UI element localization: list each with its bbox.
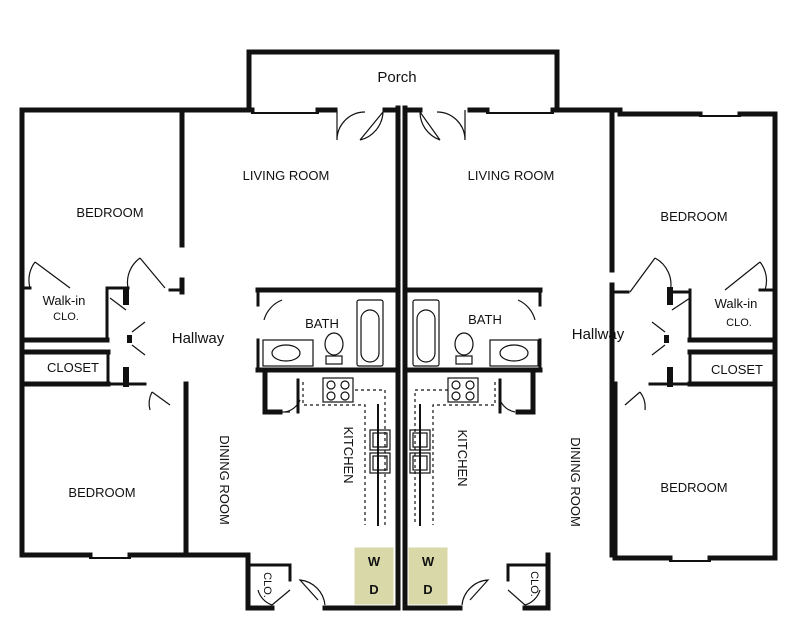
right-unit-doors <box>419 110 768 606</box>
left-walkin-clo-label: CLO. <box>53 311 79 323</box>
right-kitchen-label: KITCHEN <box>455 429 470 486</box>
left-walkin-label: Walk-in <box>43 293 86 308</box>
left-kitchen-label: KITCHEN <box>341 426 356 483</box>
left-washer-label: W <box>368 554 381 569</box>
dryer <box>354 575 394 605</box>
right-walkin-label: Walk-in <box>715 296 758 311</box>
left-bath-label: BATH <box>305 316 339 331</box>
washer <box>354 547 394 577</box>
right-unit-walls <box>402 105 778 611</box>
porch-label: Porch <box>377 69 416 86</box>
porch: Porch <box>246 49 560 111</box>
right-dining-room-label: DINING ROOM <box>568 437 583 527</box>
left-clo-label: CLO. <box>261 572 273 598</box>
right-walkin-clo-label: CLO. <box>726 317 752 329</box>
right-dryer-label: D <box>423 582 432 597</box>
right-closet-label: CLOSET <box>711 362 763 377</box>
left-dryer-label: D <box>369 582 378 597</box>
left-dining-room-label: DINING ROOM <box>217 435 232 525</box>
right-bedroom-top-label: BEDROOM <box>660 209 727 224</box>
left-unit-doors <box>28 110 384 606</box>
left-living-room-label: LIVING ROOM <box>243 168 330 183</box>
right-clo-label: CLO. <box>528 571 540 597</box>
washer <box>408 547 448 577</box>
left-unit-fixtures <box>262 299 394 605</box>
dryer <box>408 575 448 605</box>
left-unit-walls <box>19 105 401 611</box>
left-unit-labels: LIVING ROOM BEDROOM BEDROOM Walk-in CLO.… <box>43 168 381 598</box>
right-bath-label: BATH <box>468 312 502 327</box>
left-bedroom-top-label: BEDROOM <box>76 205 143 220</box>
left-hallway-label: Hallway <box>172 330 225 347</box>
right-hallway-label: Hallway <box>572 326 625 343</box>
right-washer-label: W <box>422 554 435 569</box>
left-closet-label: CLOSET <box>47 360 99 375</box>
left-bedroom-bottom-label: BEDROOM <box>68 485 135 500</box>
right-unit-labels: LIVING ROOM BEDROOM BEDROOM Walk-in CLO.… <box>422 168 763 597</box>
right-bedroom-bottom-label: BEDROOM <box>660 480 727 495</box>
right-unit-fixtures <box>408 299 539 605</box>
right-living-room-label: LIVING ROOM <box>468 168 555 183</box>
